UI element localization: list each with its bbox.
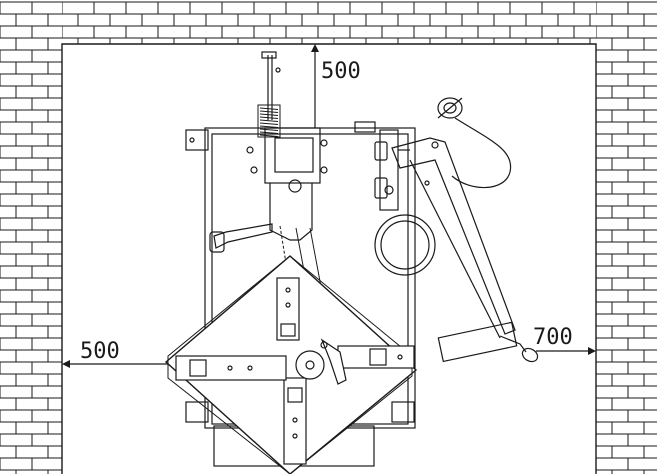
rear-clearance-label: 500	[321, 59, 361, 84]
right-clearance-label: 700	[533, 325, 573, 350]
mounting-column	[209, 127, 328, 253]
spring-coil	[259, 107, 279, 110]
wall-inner-edge	[61, 43, 597, 474]
turntable	[164, 255, 418, 474]
spring	[257, 104, 281, 138]
spring-coil	[259, 125, 279, 128]
rear-clearance-dimension	[311, 44, 319, 128]
spare-rim	[374, 214, 436, 276]
spring-coil	[259, 113, 279, 116]
right-clearance-dimension	[536, 347, 596, 355]
spring-housing	[257, 104, 281, 138]
brick-wall-left	[0, 1, 62, 474]
center-hub	[295, 338, 347, 385]
spring-coil	[259, 128, 279, 131]
spring-coil	[259, 116, 279, 119]
left-clearance-label: 500	[80, 339, 120, 364]
brick-wall-top	[62, 1, 596, 44]
clamp-jaws	[175, 277, 415, 465]
air-hose	[451, 117, 512, 189]
spring-coil	[259, 119, 279, 122]
spring-coil	[259, 134, 279, 137]
brick-wall-right	[596, 1, 657, 474]
pressure-gauge	[437, 97, 463, 119]
left-clearance-dimension	[62, 360, 168, 368]
regulator-valves	[374, 129, 410, 211]
spring-coil	[259, 122, 279, 125]
spring-coil	[259, 131, 279, 134]
bead-breaker-arm	[391, 137, 539, 363]
spring-coil	[259, 110, 279, 113]
